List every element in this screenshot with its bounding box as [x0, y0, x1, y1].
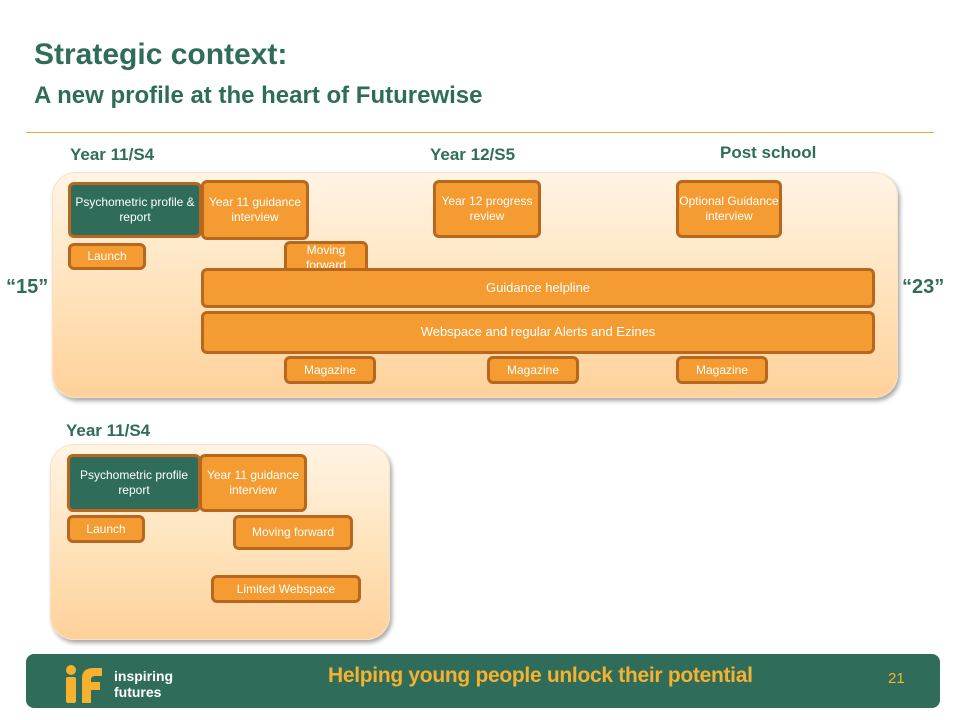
optional-interview-box: Optional Guidance interview — [676, 180, 782, 238]
magazine-box-2: Magazine — [487, 356, 579, 384]
launch-box-bottom: Launch — [67, 515, 145, 543]
magazine-box-1: Magazine — [284, 356, 376, 384]
webspace-alerts-bar: Webspace and regular Alerts and Ezines — [201, 311, 875, 354]
slide-title: Strategic context: — [34, 38, 288, 71]
logo-wordmark: inspiring futures — [114, 668, 173, 700]
year11-interview-box: Year 11 guidance interview — [201, 180, 309, 240]
section-label-post-school: Post school — [720, 143, 817, 162]
left-quote: “15” — [6, 276, 49, 298]
psychometric-profile-box: Psychometric profile & report — [68, 182, 202, 238]
logo-line-2: futures — [114, 684, 162, 700]
footer-bar — [26, 654, 940, 708]
section-label-year12: Year 12/S5 — [430, 145, 516, 164]
guidance-helpline-bar: Guidance helpline — [201, 268, 875, 308]
section-label-year11: Year 11/S4 — [70, 145, 155, 164]
launch-box: Launch — [68, 243, 146, 270]
right-quote: “23” — [902, 276, 945, 298]
footer-tagline: Helping young people unlock their potent… — [328, 664, 753, 687]
page-number: 21 — [888, 670, 905, 687]
year12-review-box: Year 12 progress review — [433, 180, 541, 238]
inspiring-futures-logo-icon — [66, 665, 102, 703]
logo-line-1: inspiring — [114, 668, 174, 684]
slide-subtitle: A new profile at the heart of Futurewise — [34, 82, 483, 109]
limited-webspace-box: Limited Webspace — [211, 575, 361, 603]
section-label-bottom-year11: Year 11/S4 — [66, 421, 151, 440]
year11-interview-box-bottom: Year 11 guidance interview — [199, 454, 307, 512]
moving-forward-box-bottom: Moving forward — [233, 515, 353, 550]
psychometric-profile-report-box: Psychometric profile report — [67, 454, 201, 512]
title-divider — [26, 132, 934, 133]
magazine-box-3: Magazine — [676, 356, 768, 384]
